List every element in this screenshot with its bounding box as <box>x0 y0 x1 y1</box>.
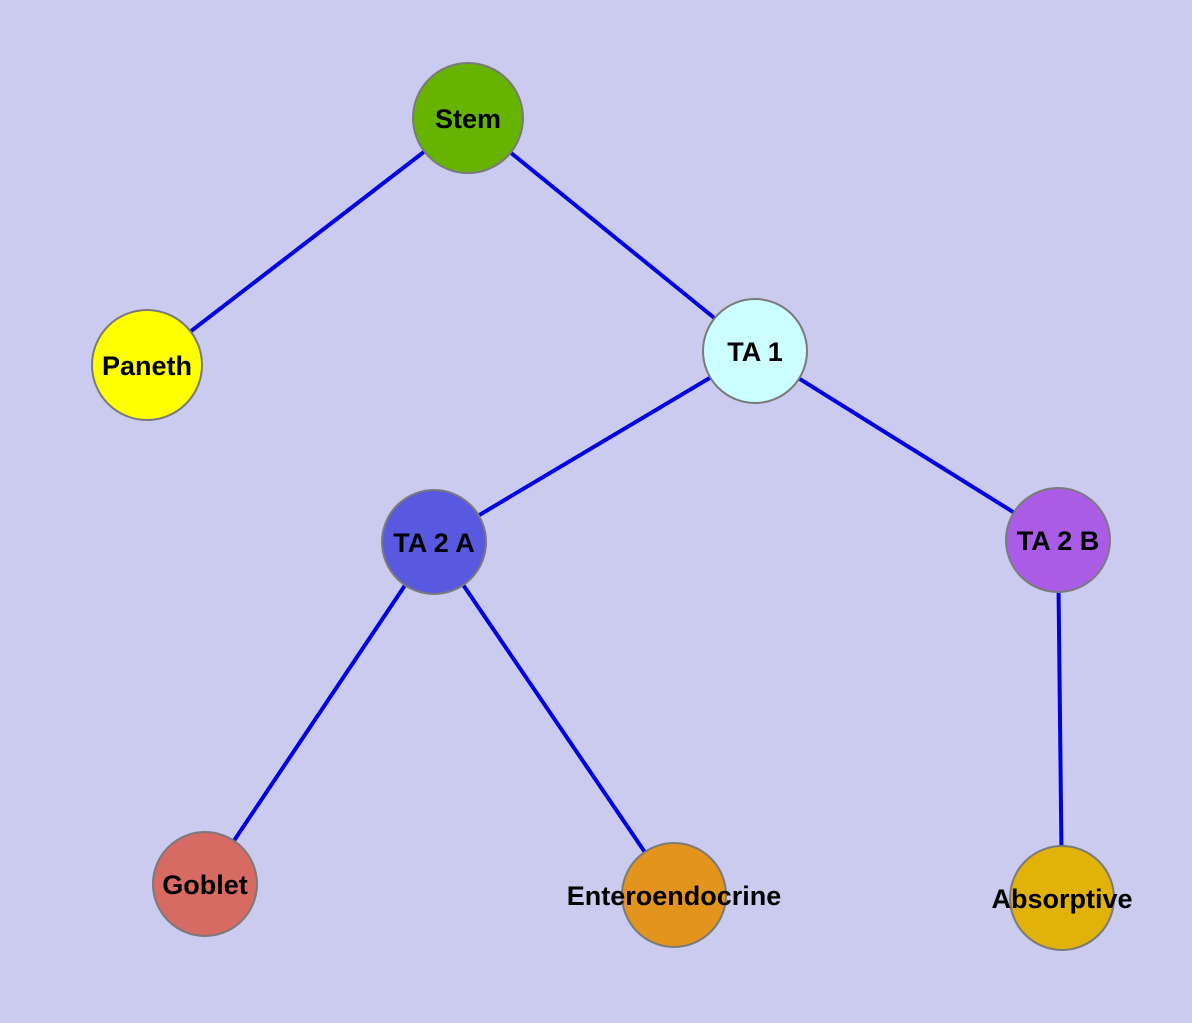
node-paneth[interactable]: Paneth <box>91 309 203 421</box>
node-ta2a[interactable]: TA 2 A <box>381 489 487 595</box>
node-goblet[interactable]: Goblet <box>152 831 258 937</box>
node-circle-stem[interactable] <box>412 62 524 174</box>
edge-stem-paneth <box>145 116 470 367</box>
edge-ta1-ta2b <box>753 349 1060 542</box>
node-stem[interactable]: Stem <box>412 62 524 174</box>
node-circle-goblet[interactable] <box>152 831 258 937</box>
node-circle-ta2b[interactable] <box>1005 487 1111 593</box>
node-circle-ta2a[interactable] <box>381 489 487 595</box>
edge-stem-ta1 <box>466 116 757 353</box>
node-ta1[interactable]: TA 1 <box>702 298 808 404</box>
node-ta2b[interactable]: TA 2 B <box>1005 487 1111 593</box>
edge-ta2b-absorptive <box>1056 539 1064 899</box>
edge-ta2a-goblet <box>203 540 436 886</box>
edge-ta2a-enteroendocrine <box>432 540 676 897</box>
node-circle-ta1[interactable] <box>702 298 808 404</box>
node-circle-enteroendocrine[interactable] <box>621 842 727 948</box>
node-circle-absorptive[interactable] <box>1009 845 1115 951</box>
node-circle-paneth[interactable] <box>91 309 203 421</box>
edge-ta1-ta2a <box>432 349 757 544</box>
edges-layer <box>145 116 1064 899</box>
